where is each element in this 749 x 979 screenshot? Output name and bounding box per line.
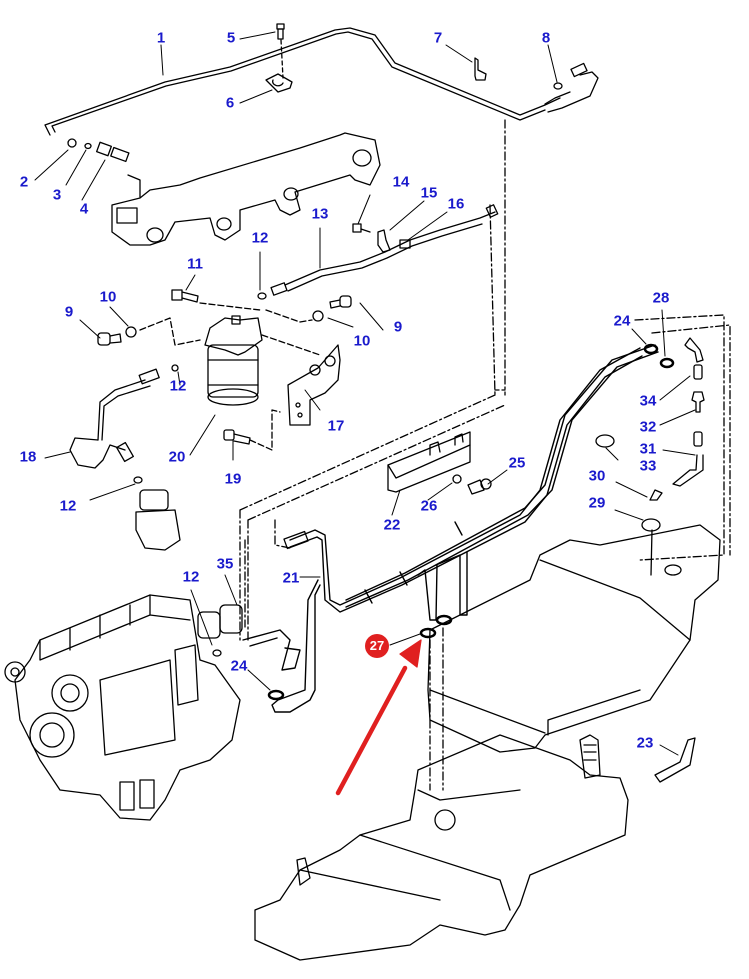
hose-bracket-22[interactable] — [387, 431, 471, 493]
callout-12-engine[interactable]: 12 — [182, 568, 200, 586]
dash-leader-tank — [429, 627, 444, 791]
callout-17[interactable]: 17 — [327, 417, 345, 435]
callout-5[interactable]: 5 — [226, 29, 236, 47]
callout-16[interactable]: 16 — [447, 195, 465, 213]
fuel-hoses-21[interactable] — [242, 344, 659, 713]
callout-6[interactable]: 6 — [225, 94, 235, 112]
leader-lines — [34, 31, 696, 756]
fuel-pipe-upper[interactable] — [44, 27, 599, 136]
callout-4[interactable]: 4 — [79, 200, 89, 218]
callout-18[interactable]: 18 — [19, 448, 37, 466]
callout-23[interactable]: 23 — [636, 734, 654, 752]
dash-leader-19 — [249, 409, 281, 451]
washer-10-right[interactable] — [312, 310, 324, 322]
hose-clamp-24-lower[interactable] — [267, 689, 285, 701]
callout-7[interactable]: 7 — [433, 29, 443, 47]
callout-9-left[interactable]: 9 — [64, 303, 74, 321]
callout-3[interactable]: 3 — [52, 186, 62, 204]
hose-23[interactable] — [654, 737, 696, 783]
pipe-fittings-left[interactable] — [67, 138, 130, 163]
callout-12-filter[interactable]: 12 — [169, 377, 187, 395]
bolt-9-right[interactable] — [329, 295, 352, 309]
bolt-9-left[interactable] — [97, 332, 122, 346]
callout-29[interactable]: 29 — [588, 494, 606, 512]
bolt-25[interactable] — [467, 478, 492, 495]
lift-pump[interactable] — [135, 489, 181, 551]
callout-12-top[interactable]: 12 — [251, 229, 269, 247]
bolt-19[interactable] — [223, 429, 251, 445]
callout-30[interactable]: 30 — [588, 467, 606, 485]
callout-15[interactable]: 15 — [420, 184, 438, 202]
bolt-5[interactable] — [276, 23, 285, 79]
dash-frame-middle — [239, 394, 506, 641]
callout-11[interactable]: 11 — [187, 255, 203, 273]
fuel-tank-lower[interactable] — [254, 734, 629, 961]
callout-32[interactable]: 32 — [639, 418, 657, 436]
dash-leaders-filter — [139, 302, 321, 356]
callout-12-pump[interactable]: 12 — [59, 497, 77, 515]
fitting-21-end[interactable] — [283, 530, 309, 550]
callout-9-right[interactable]: 9 — [393, 318, 403, 336]
olive-12-engine[interactable] — [212, 649, 222, 657]
callout-34[interactable]: 34 — [639, 392, 657, 410]
bolt-11[interactable] — [171, 289, 199, 303]
fuel-pump-35[interactable] — [197, 604, 243, 639]
callout-2[interactable]: 2 — [19, 173, 29, 191]
callout-19[interactable]: 19 — [224, 470, 242, 488]
callout-31[interactable]: 31 — [639, 440, 657, 458]
callout-10-right[interactable]: 10 — [353, 332, 371, 350]
p-clip-7[interactable] — [474, 57, 487, 81]
washer-10-left[interactable] — [125, 326, 137, 338]
callout-22[interactable]: 22 — [383, 516, 401, 534]
callout-26[interactable]: 26 — [420, 497, 438, 515]
clip-15[interactable] — [377, 229, 391, 253]
bolt-14[interactable] — [352, 223, 371, 233]
callout-14[interactable]: 14 — [392, 173, 410, 191]
engine[interactable] — [4, 594, 241, 821]
callout-24-top[interactable]: 24 — [613, 312, 631, 330]
callout-24-engine[interactable]: 24 — [230, 657, 248, 675]
right-parts[interactable] — [595, 314, 731, 576]
manifold — [111, 132, 381, 246]
washer-26[interactable] — [452, 474, 462, 484]
highlight-arrow — [335, 639, 422, 796]
fitting-8[interactable] — [553, 62, 588, 90]
callout-13[interactable]: 13 — [311, 205, 329, 223]
callout-25[interactable]: 25 — [508, 454, 526, 472]
pipe-clip-6[interactable] — [265, 73, 293, 93]
callout-33[interactable]: 33 — [639, 457, 657, 475]
fuel-pipe-18[interactable] — [69, 364, 179, 484]
callout-21[interactable]: 21 — [282, 569, 300, 587]
fuel-pipe-13[interactable] — [257, 204, 499, 300]
callout-8[interactable]: 8 — [541, 29, 551, 47]
callout-10-left[interactable]: 10 — [99, 288, 117, 306]
hose-clamp-27b[interactable] — [435, 614, 453, 626]
callout-1[interactable]: 1 — [156, 29, 166, 47]
callout-27-highlighted[interactable]: 27 — [365, 634, 389, 658]
callout-35[interactable]: 35 — [216, 555, 234, 573]
fuel-tank-upper[interactable] — [427, 524, 721, 753]
union-16[interactable] — [399, 239, 411, 249]
fuel-filter[interactable] — [204, 315, 263, 406]
callout-20[interactable]: 20 — [168, 448, 186, 466]
hose-clamp-27[interactable] — [419, 627, 437, 639]
callout-28[interactable]: 28 — [652, 289, 670, 307]
bracket-17[interactable] — [287, 344, 341, 426]
